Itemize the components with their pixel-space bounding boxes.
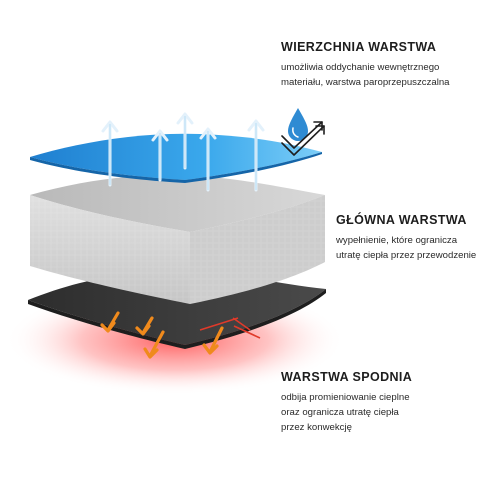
top-layer-label: WIERZCHNIA WARSTWA umożliwia oddychanie … xyxy=(281,40,450,90)
heat-arrows xyxy=(100,311,224,359)
bottom-layer-label: WARSTWA SPODNIA odbija promieniowanie ci… xyxy=(281,370,412,435)
bottom-layer-line-3: przez konwekcję xyxy=(281,422,352,433)
top-layer-line-1: umożliwia oddychanie wewnętrznego xyxy=(281,62,440,73)
bottom-layer-line-1: odbija promieniowanie cieplne xyxy=(281,392,410,403)
top-layer xyxy=(30,133,322,180)
vapour-arrows-icon xyxy=(281,121,325,156)
main-layer-line-1: wypełnienie, które ogranicza xyxy=(336,235,458,246)
main-layer-title: GŁÓWNA WARSTWA xyxy=(336,213,467,227)
reflected-heat-lines xyxy=(199,317,261,339)
top-layer-line-2: materiału, warstwa paroprzepuszczalna xyxy=(281,77,450,88)
bottom-layer-title: WARSTWA SPODNIA xyxy=(281,370,413,384)
top-layer-title: WIERZCHNIA WARSTWA xyxy=(281,40,437,54)
water-drop-icon xyxy=(288,108,308,141)
main-layer-top xyxy=(30,174,325,232)
main-layer-line-2: utratę ciepła przez przewodzenie xyxy=(336,250,477,261)
main-layer-label: GŁÓWNA WARSTWA wypełnienie, które ograni… xyxy=(336,213,476,263)
bottom-layer-line-2: oraz ogranicza utratę ciepła xyxy=(281,407,399,418)
